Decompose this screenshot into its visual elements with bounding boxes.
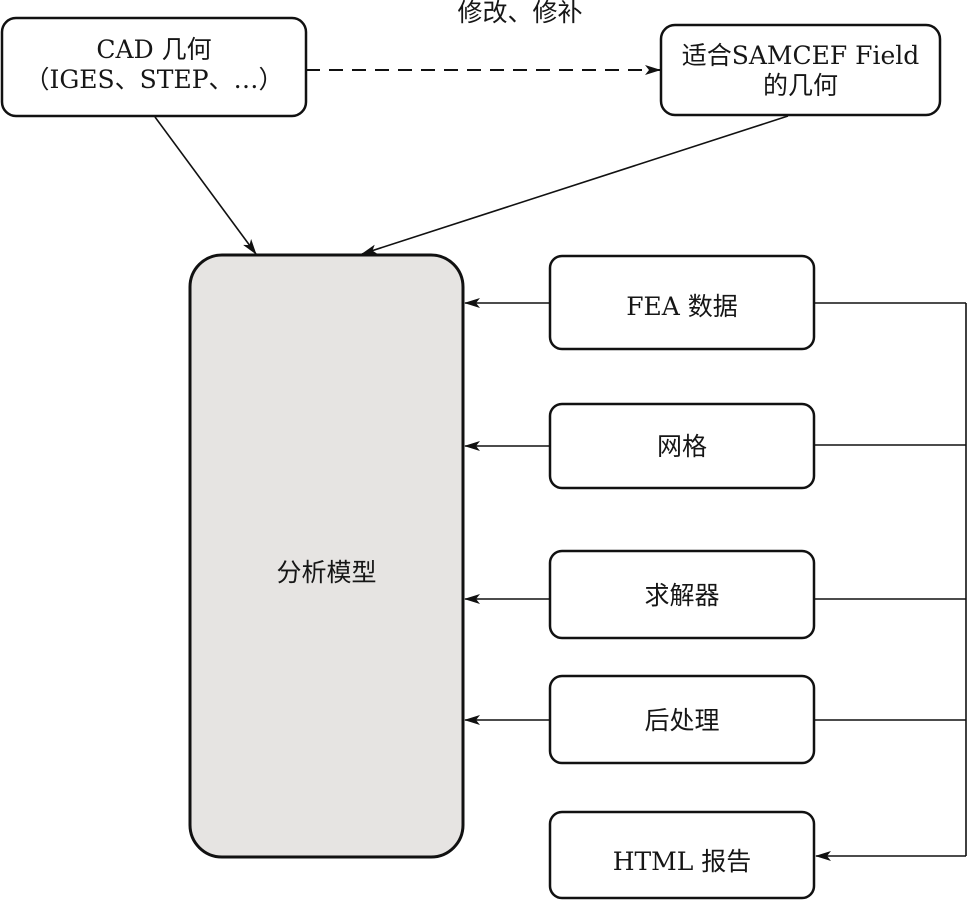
edge-cad-to-analysis [154,116,257,255]
fea-data-label: FEA 数据 [626,292,738,321]
edge-samcef-to-analysis [361,115,789,255]
cad-geometry-box [0,16,308,118]
html-report-box [548,810,816,900]
samcef-geometry-label: 适合SAMCEF Field 的几何 [661,41,940,101]
cad-geometry-label: CAD 几何 （IGES、STEP、…） [2,35,306,95]
mesh-label: 网格 [656,432,707,461]
analysis-model-box [188,253,465,859]
samcef-geometry-line2: 的几何 [762,71,838,100]
postprocessing-label: 后处理 [644,706,720,735]
samcef-geometry-line1: 适合SAMCEF Field [681,41,920,70]
edge-label-modify-repair: 修改、修补 [457,0,583,27]
samcef-geometry-box [659,23,942,117]
solver-label: 求解器 [644,581,720,610]
analysis-model-label: 分析模型 [276,558,377,587]
cad-geometry-line1: CAD 几何 [96,35,212,64]
html-report-label: HTML 报告 [612,847,752,876]
solver-box [548,549,816,640]
cad-geometry-line2: （IGES、STEP、…） [24,65,284,94]
